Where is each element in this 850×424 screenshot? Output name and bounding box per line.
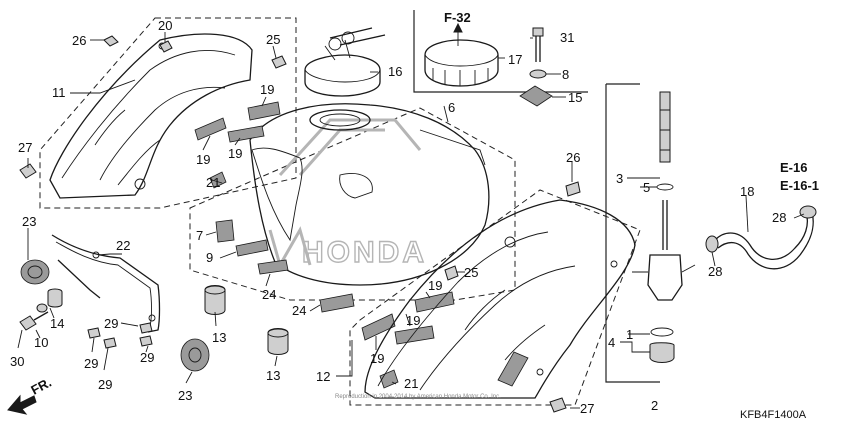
leader-lines [17,32,805,409]
callout-4: 4 [608,335,615,350]
callout-2: 2 [651,398,658,413]
callout-12: 12 [316,369,330,384]
callout-13: 13 [266,368,280,383]
callout-19: 19 [228,146,242,161]
callout-25: 25 [266,32,280,47]
fuel-cap-with-key [304,27,386,97]
callout-8: 8 [562,67,569,82]
bolt-washer-mount [519,27,553,107]
callout-24: 24 [292,303,306,318]
callout-29: 29 [140,350,154,365]
callout-20: 20 [158,18,172,33]
front-direction-arrow: FR. [7,375,54,415]
callout-24: 24 [262,287,276,302]
callout-13: 13 [212,330,226,345]
callout-23: 23 [22,214,36,229]
callout-15: 15 [568,90,582,105]
callout-7: 7 [196,228,203,243]
callout-14: 14 [50,316,64,331]
callout-17: 17 [508,52,522,67]
callout-21: 21 [404,376,418,391]
fuel-cap-alt [424,22,499,87]
callout-9: 9 [206,250,213,265]
callout-29: 29 [98,377,112,392]
diagram-code: KFB4F1400A [740,409,807,421]
callout-3: 3 [616,171,623,186]
callout-25: 25 [464,265,478,280]
callout-19: 19 [196,152,210,167]
callout-11: 11 [52,85,66,100]
rubber-grommets [20,259,210,372]
callout-19: 19 [260,82,274,97]
shroud-group-frame [39,17,297,209]
ref-f32: F-32 [444,10,471,25]
callout-6: 6 [448,100,455,115]
callout-1: 1 [626,327,633,342]
callout-30: 30 [10,354,24,369]
fuel-hose-with-clamps [705,205,817,270]
callout-29: 29 [84,356,98,371]
fuel-valve-group-frame [605,83,660,383]
callout-31: 31 [560,30,574,45]
callout-19: 19 [428,278,442,293]
callout-29: 29 [104,316,118,331]
cushions [47,285,289,355]
left-shroud [49,33,253,199]
callout-19: 19 [406,313,420,328]
watermark-text: HONDA [302,236,427,269]
callout-5: 5 [643,180,650,195]
section-references: F-32 E-16 E-16-1 [444,10,819,193]
right-shroud-group-frame [349,189,641,406]
ref-e16: E-16 [780,160,807,175]
direction-label: FR. [28,375,54,398]
callout-23: 23 [178,388,192,403]
right-shroud [364,199,636,399]
stay-bracket [51,234,161,333]
ref-e16-1: E-16-1 [780,178,819,193]
callout-26: 26 [566,150,580,165]
callout-26: 26 [72,33,86,48]
callout-10: 10 [34,335,48,350]
callout-18: 18 [740,184,754,199]
callout-27: 27 [18,140,32,155]
adhesive-tapes [194,101,455,389]
callout-22: 22 [116,238,130,253]
copyright-notice: Reproduction in 2004-2014 by American Ho… [335,394,501,400]
callout-27: 27 [580,401,594,416]
callout-28: 28 [708,264,722,279]
bolts-and-nuts [19,35,581,413]
callout-19: 19 [370,351,384,366]
tank-group-frame [189,107,516,301]
callout-28: 28 [772,210,786,225]
callout-16: 16 [388,64,402,79]
callout-numbers: 26 20 25 11 19 19 19 27 21 16 6 17 31 8 … [10,18,786,416]
fuel-valve-assembly [632,91,696,363]
callout-21: 21 [206,175,220,190]
honda-watermark: HONDA [268,118,427,270]
